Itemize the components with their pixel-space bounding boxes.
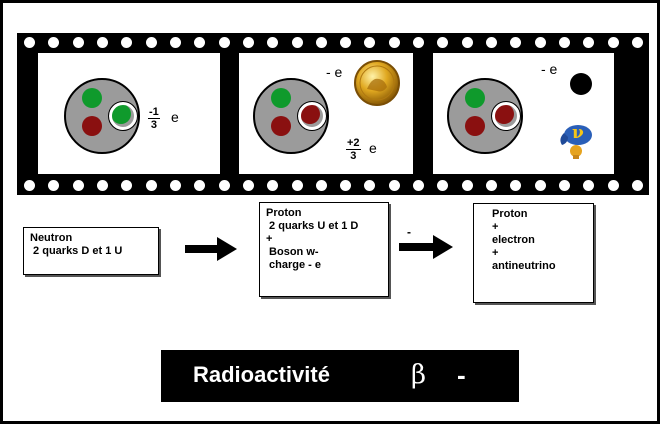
film-sprocket-hole — [583, 180, 594, 191]
quark-down — [271, 88, 291, 108]
film-sprocket-hole — [316, 37, 327, 48]
film-sprocket-hole — [170, 37, 181, 48]
film-sprocket-hole — [583, 37, 594, 48]
film-sprocket-hole — [462, 180, 473, 191]
film-sprocket-hole — [219, 37, 230, 48]
film-sprocket-hole — [389, 180, 400, 191]
antineutrino-icon — [560, 125, 592, 159]
highlight-ring — [108, 101, 138, 131]
charge-denominator: 3 — [150, 119, 157, 131]
charge-unit: e — [369, 140, 377, 156]
film-sprocket-hole — [340, 180, 351, 191]
film-sprocket-hole — [316, 180, 327, 191]
charge-numerator: +2 — [346, 137, 361, 150]
film-sprocket-hole — [24, 180, 35, 191]
panel-proton-boson: - e +2 3 e — [239, 53, 413, 174]
charge-fraction: +2 3 — [346, 137, 361, 162]
panel-neutron: -1 3 e — [38, 53, 220, 174]
film-sprocket-hole — [24, 37, 35, 48]
film-sprocket-hole — [97, 37, 108, 48]
box-proton-electron-antineutrino: Proton + electron + antineutrino — [473, 203, 594, 303]
film-sprocket-hole — [73, 37, 84, 48]
title-banner: Radioactivité β - — [161, 350, 519, 402]
film-sprocket-hole — [73, 180, 84, 191]
film-sprocket-hole — [243, 180, 254, 191]
film-sprocket-hole — [121, 180, 132, 191]
charge-denominator: 3 — [350, 150, 357, 162]
film-sprocket-hole — [510, 37, 521, 48]
film-sprocket-hole — [364, 180, 375, 191]
film-sprocket-hole — [486, 37, 497, 48]
box-proton-boson: Proton 2 quarks U et 1 D + Boson w- char… — [259, 202, 389, 297]
film-sprocket-hole — [243, 37, 254, 48]
gold-coin-icon — [354, 60, 400, 106]
film-sprocket-hole — [219, 180, 230, 191]
arrow-mark: - — [407, 225, 411, 239]
quark-up — [82, 116, 102, 136]
charge-unit: e — [171, 109, 179, 125]
film-sprocket-hole — [486, 180, 497, 191]
electron-charge: - e — [541, 61, 558, 77]
electron-charge: - e — [326, 64, 343, 80]
film-sprocket-hole — [389, 37, 400, 48]
antineutrino-label: ν — [572, 123, 584, 143]
film-sprocket-hole — [413, 180, 424, 191]
film-sprocket-hole — [437, 37, 448, 48]
film-sprocket-hole — [535, 180, 546, 191]
film-sprocket-hole — [146, 180, 157, 191]
charge-numerator: -1 — [148, 106, 160, 119]
film-sprocket-hole — [48, 180, 59, 191]
arrow-right-icon — [185, 237, 237, 261]
film-sprocket-hole — [535, 37, 546, 48]
film-sprocket-hole — [462, 37, 473, 48]
film-sprocket-hole — [48, 37, 59, 48]
film-sprocket-hole — [413, 37, 424, 48]
nucleus — [64, 78, 140, 154]
quark-up — [465, 116, 485, 136]
quark-up — [271, 116, 291, 136]
highlight-ring — [297, 101, 327, 131]
highlight-ring — [491, 101, 521, 131]
film-sprocket-hole — [559, 37, 570, 48]
quark-down — [465, 88, 485, 108]
film-sprocket-hole — [510, 180, 521, 191]
film-sprocket-hole — [121, 37, 132, 48]
quark-down — [82, 88, 102, 108]
film-strip: -1 3 e - e — [17, 33, 649, 195]
film-sprocket-hole — [632, 180, 643, 191]
box-neutron: Neutron 2 quarks D et 1 U — [23, 227, 159, 275]
nucleus — [447, 78, 523, 154]
film-sprocket-hole — [364, 37, 375, 48]
charge-fraction: -1 3 — [148, 106, 160, 131]
banner-title: Radioactivité — [193, 362, 330, 387]
film-sprocket-hole — [146, 37, 157, 48]
nucleus — [253, 78, 329, 154]
film-sprocket-hole — [194, 180, 205, 191]
film-sprocket-hole — [292, 37, 303, 48]
film-sprocket-hole — [608, 37, 619, 48]
panel-proton-products: - e ν — [433, 53, 614, 174]
film-sprocket-hole — [608, 180, 619, 191]
film-sprocket-hole — [267, 37, 278, 48]
film-sprocket-hole — [437, 180, 448, 191]
film-sprocket-hole — [170, 180, 181, 191]
arrow-right-icon — [399, 235, 453, 259]
banner-beta-symbol: β — [411, 360, 427, 390]
film-sprocket-hole — [194, 37, 205, 48]
film-sprocket-hole — [632, 37, 643, 48]
film-sprocket-hole — [292, 180, 303, 191]
film-sprocket-hole — [97, 180, 108, 191]
film-sprocket-hole — [267, 180, 278, 191]
banner-sign: - — [457, 360, 466, 390]
electron-dot — [570, 73, 592, 95]
film-sprocket-hole — [559, 180, 570, 191]
film-sprocket-hole — [340, 37, 351, 48]
